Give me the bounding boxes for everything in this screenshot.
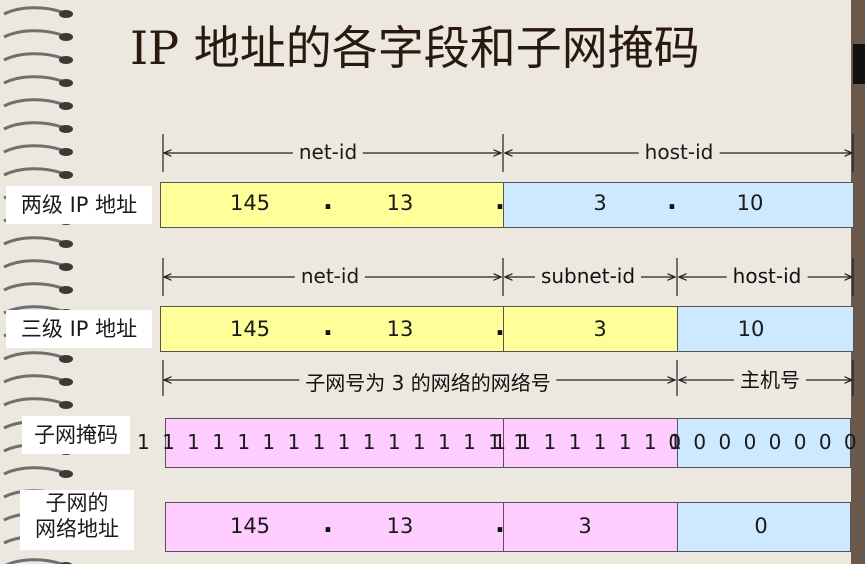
spiral-hole bbox=[59, 10, 73, 18]
spiral-ring bbox=[3, 466, 63, 476]
address-network-field bbox=[165, 502, 505, 552]
row-label-two-level: 两级 IP 地址 bbox=[6, 186, 152, 224]
octet-2: 13 bbox=[386, 317, 414, 341]
octet-separator: . bbox=[323, 186, 333, 216]
octet-separator: . bbox=[495, 186, 505, 216]
segment-label-host-number: 主机号 bbox=[734, 364, 806, 393]
spiral-ring bbox=[3, 167, 63, 177]
octet-separator: . bbox=[667, 186, 677, 216]
octet-1: 145 bbox=[229, 317, 271, 341]
segment-label-net-id: net-id bbox=[294, 264, 366, 288]
subnet-id-field bbox=[503, 306, 679, 352]
net-id-field bbox=[160, 182, 505, 228]
spiral-hole bbox=[59, 125, 73, 133]
spiral-ring bbox=[3, 98, 63, 108]
spiral-hole bbox=[59, 378, 73, 386]
spiral-ring bbox=[3, 259, 63, 269]
spiral-ring bbox=[3, 282, 63, 292]
row-label-line: 子网的 bbox=[45, 491, 109, 515]
mask-bits-network: 1 1 1 1 1 1 1 1 1 1 1 1 1 1 1 1 bbox=[137, 430, 529, 454]
row-label-line: 网络地址 bbox=[35, 517, 119, 542]
address-host-field bbox=[677, 502, 851, 552]
row-label-three-level: 三级 IP 地址 bbox=[6, 310, 152, 348]
segment-label-host-id: host-id bbox=[638, 140, 720, 164]
spiral-hole bbox=[59, 355, 73, 363]
address-subnet-field bbox=[503, 502, 679, 552]
spiral-hole bbox=[59, 263, 73, 271]
spiral-hole bbox=[59, 171, 73, 179]
segment-label-host-id: host-id bbox=[726, 264, 808, 288]
net-id-field bbox=[160, 306, 505, 352]
octet-separator: . bbox=[495, 312, 505, 342]
spiral-ring bbox=[3, 236, 63, 246]
spiral-ring bbox=[4, 558, 63, 564]
spiral-hole bbox=[59, 470, 73, 478]
segment-label-net-id: net-id bbox=[292, 140, 364, 164]
page-title: IP 地址的各字段和子网掩码 bbox=[130, 21, 700, 75]
slide-edge-tab bbox=[853, 44, 865, 84]
octet-3: 3 bbox=[578, 514, 592, 538]
spiral-ring bbox=[3, 374, 63, 384]
mask-network-field bbox=[165, 418, 505, 468]
spiral-hole bbox=[59, 401, 73, 409]
spiral-ring bbox=[3, 351, 63, 361]
segment-label-subnet-id: subnet-id bbox=[534, 264, 642, 288]
spiral-ring bbox=[3, 52, 63, 62]
octet-1: 145 bbox=[229, 514, 271, 538]
octet-1: 145 bbox=[229, 191, 271, 215]
spiral-hole bbox=[59, 286, 73, 294]
spiral-hole bbox=[59, 79, 73, 87]
mask-subnet-field bbox=[503, 418, 679, 468]
row-label-subnet-address: 子网的 网络地址 bbox=[20, 490, 134, 550]
octet-3: 3 bbox=[593, 191, 607, 215]
spiral-ring bbox=[3, 121, 63, 131]
spiral-hole bbox=[59, 56, 73, 64]
spiral-hole bbox=[59, 102, 73, 110]
spiral-ring bbox=[3, 397, 63, 407]
host-id-field bbox=[503, 182, 854, 228]
spiral-ring bbox=[3, 29, 63, 39]
spiral-ring bbox=[3, 75, 63, 85]
octet-2: 13 bbox=[386, 191, 414, 215]
octet-3: 3 bbox=[593, 317, 607, 341]
segment-label-network-number: 子网号为 3 的网络的网络号 bbox=[299, 367, 557, 396]
octet-2: 13 bbox=[386, 514, 414, 538]
octet-4: 0 bbox=[754, 514, 768, 538]
octet-separator: . bbox=[323, 509, 333, 539]
mask-bits-subnet: 1 1 1 1 1 1 1 1 bbox=[493, 430, 685, 454]
spiral-hole bbox=[59, 33, 73, 41]
mask-host-field bbox=[677, 418, 851, 468]
row-label-subnet-mask: 子网掩码 bbox=[22, 416, 130, 454]
octet-separator: . bbox=[323, 312, 333, 342]
octet-4: 10 bbox=[737, 317, 765, 341]
octet-separator: . bbox=[495, 509, 505, 539]
slide-edge bbox=[851, 0, 865, 564]
host-id-field bbox=[677, 306, 854, 352]
spiral-ring bbox=[3, 144, 63, 154]
spiral-hole bbox=[59, 148, 73, 156]
spiral-hole bbox=[59, 240, 73, 248]
octet-4: 10 bbox=[736, 191, 764, 215]
spiral-ring bbox=[3, 6, 63, 16]
mask-bits-host: 0 0 0 0 0 0 0 0 bbox=[668, 430, 860, 454]
